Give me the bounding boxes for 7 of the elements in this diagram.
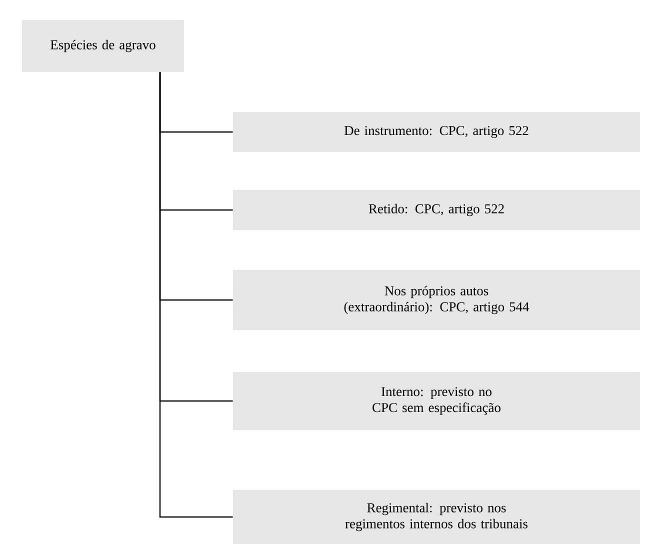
- category-box: De instrumento: CPC, artigo 522: [233, 112, 640, 152]
- category-box: Retido: CPC, artigo 522: [233, 190, 640, 230]
- category-box: Interno: previsto no CPC sem especificação: [233, 372, 640, 430]
- connector-line: [159, 72, 233, 518]
- category-box: Regimental: previsto nos regimentos internos dos tribunais: [233, 490, 640, 544]
- category-box: Nos próprios autos (extraordinário): CPC, artigo 544: [233, 270, 640, 330]
- root-box: Espécies de agravo: [22, 20, 184, 72]
